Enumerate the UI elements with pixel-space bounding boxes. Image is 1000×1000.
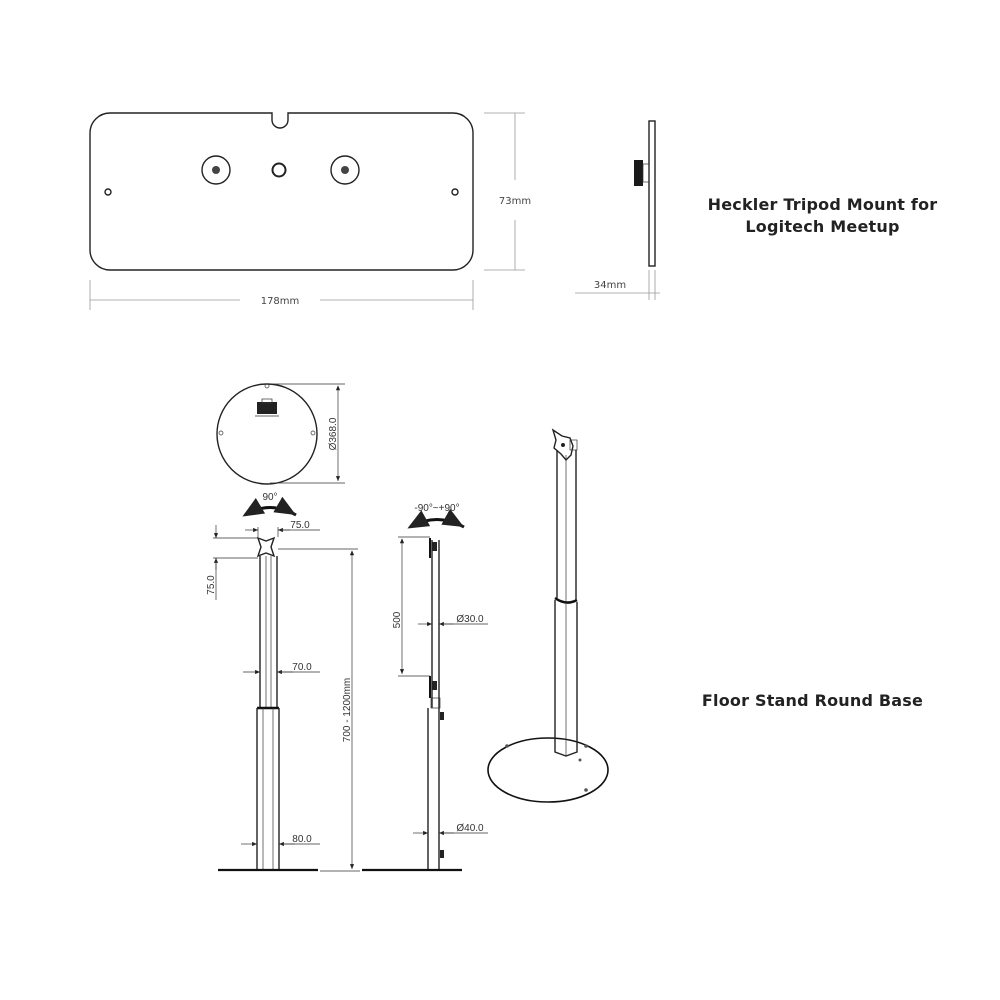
tripod-mount-title-line1: Heckler Tripod Mount for [707,195,938,214]
vesa-width-label: 75.0 [290,520,310,531]
tilt-label: -90°~+90° [414,503,459,514]
rotation-label: 90° [262,492,277,503]
width-label: 178mm [261,296,300,307]
depth-label: 34mm [594,280,626,291]
height-range-label: 700 - 1200mm [342,678,353,742]
mount-knob-right [330,155,360,185]
round-base-top-view: Ø368.0 [216,383,345,485]
upper-diameter-label: Ø30.0 [456,614,484,625]
diameter-label: Ø368.0 [328,417,339,450]
travel-label: 500 [392,611,403,628]
stand-isometric-view [487,428,609,803]
lower-tube-width-label: 80.0 [292,834,312,845]
stand-side-view: -90°~+90° 500 Ø30.0 Ø40.0 [362,503,488,872]
upper-tube-width-label: 70.0 [292,662,312,673]
floor-stand-title-text: Floor Stand Round Base [701,691,924,710]
tripod-mount-front-view: 178mm 73mm [89,112,531,310]
center-screw-hole [271,162,287,178]
height-label: 73mm [499,196,531,207]
tripod-mount-side-view: 34mm [575,120,660,300]
stand-front-view: 90° 75.0 75.0 70.0 [206,492,360,872]
tripod-mount-title-line2: Logitech Meetup [745,217,900,236]
floor-stand-title: Floor Stand Round Base [690,690,935,712]
tripod-mount-title: Heckler Tripod Mount for Logitech Meetup [690,194,955,238]
mount-knob-left [201,155,231,185]
vesa-height-label: 75.0 [206,575,217,595]
lower-diameter-label: Ø40.0 [456,823,484,834]
